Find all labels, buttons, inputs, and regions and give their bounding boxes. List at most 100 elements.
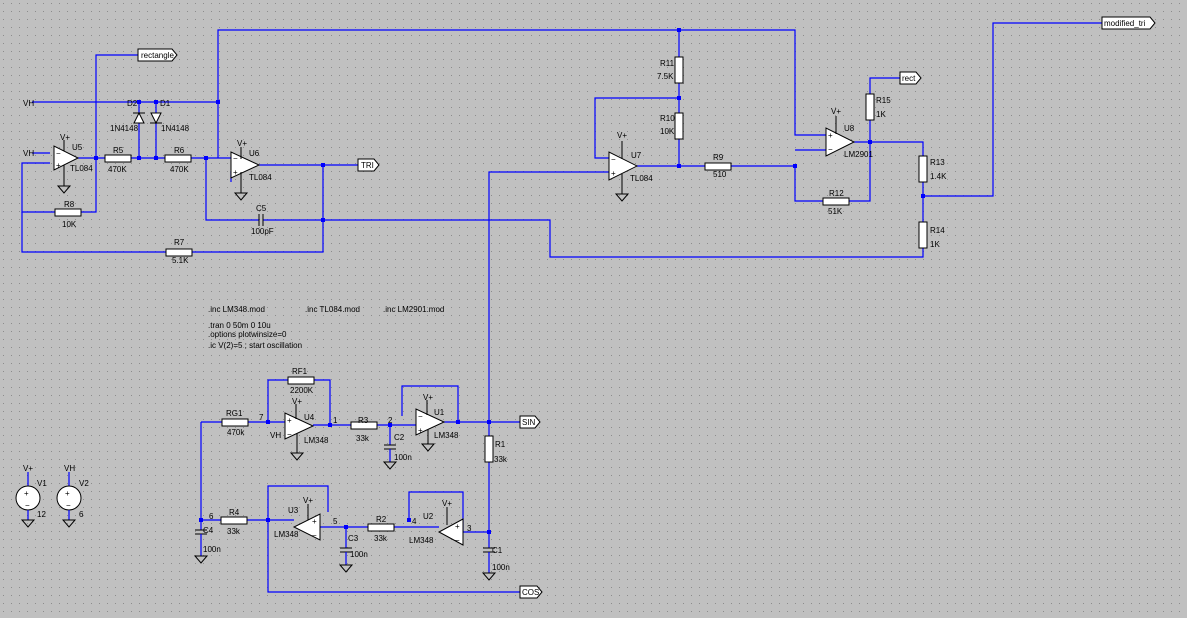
capacitor-c1[interactable]: C1 100n xyxy=(481,546,510,581)
resistor-r5[interactable]: R5 470K xyxy=(104,146,132,174)
resistor-r4[interactable]: R4 33k xyxy=(220,508,248,536)
svg-text:2200K: 2200K xyxy=(290,386,314,395)
svg-text:100n: 100n xyxy=(203,545,221,554)
svg-text:D2: D2 xyxy=(127,99,138,108)
resistor-r13[interactable]: R13 1.4K xyxy=(918,155,947,183)
directive-inc-tl084: .inc TL084.mod xyxy=(305,305,360,314)
capacitor-c3[interactable]: C3 100n xyxy=(338,534,368,573)
vplus-label-u3: V+ xyxy=(303,496,313,505)
resistor-r8[interactable]: R8 10K xyxy=(54,200,82,229)
net-label-rectangle[interactable]: rectangle xyxy=(137,48,178,62)
svg-text:10K: 10K xyxy=(660,127,675,136)
resistor-r6[interactable]: R6 470K xyxy=(164,146,192,174)
net-label-vh-u4: VH xyxy=(270,431,281,440)
resistor-r14[interactable]: R14 1K xyxy=(918,221,945,249)
directive-ic: .ic V(2)=5 ; start oscillation xyxy=(208,341,302,350)
svg-text:modified_tri: modified_tri xyxy=(1104,19,1146,28)
opamp-u6[interactable]: −+ V+ U6 TL084 xyxy=(230,139,272,201)
resistor-rg1[interactable]: RG1 470k xyxy=(221,409,249,437)
opamp-model-u5: TL084 xyxy=(70,164,93,173)
svg-text:R11: R11 xyxy=(660,59,675,68)
svg-text:R14: R14 xyxy=(930,226,945,235)
resistor-rf1[interactable]: RF1 2200K xyxy=(287,367,315,395)
svg-text:+: + xyxy=(56,161,61,170)
opamp-model-u1: LM348 xyxy=(434,431,459,440)
svg-text:100pF: 100pF xyxy=(251,227,274,236)
opamp-u7[interactable]: −+ V+ U7 TL084 xyxy=(608,131,653,202)
svg-text:4: 4 xyxy=(412,517,417,526)
svg-text:470k: 470k xyxy=(227,428,245,437)
svg-text:5.1K: 5.1K xyxy=(172,256,189,265)
opamp-u8[interactable]: +− V+ U8 LM2901 xyxy=(825,107,873,159)
net-label-sin[interactable]: SIN xyxy=(519,415,541,429)
svg-text:VH: VH xyxy=(64,464,75,473)
svg-text:1K: 1K xyxy=(876,110,886,119)
opamp-model-u7: TL084 xyxy=(630,174,653,183)
svg-text:COS: COS xyxy=(522,588,539,597)
svg-text:+: + xyxy=(828,131,833,140)
svg-text:+: + xyxy=(24,489,29,498)
capacitor-c2[interactable]: C2 100n xyxy=(382,433,412,470)
wires xyxy=(21,22,1102,593)
svg-text:1K: 1K xyxy=(930,240,940,249)
svg-text:−: − xyxy=(287,430,292,439)
directive-tran: .tran 0 50m 0 10u xyxy=(208,321,271,330)
svg-text:R5: R5 xyxy=(113,146,124,155)
resistor-r11[interactable]: R11 7.5K xyxy=(657,56,684,84)
svg-text:−: − xyxy=(418,412,423,421)
opamp-name-u1: U1 xyxy=(434,408,445,417)
svg-text:100n: 100n xyxy=(350,550,368,559)
resistor-r9[interactable]: R9 510 xyxy=(704,153,732,179)
svg-text:C2: C2 xyxy=(394,433,405,442)
net-label-vh-top: VH xyxy=(23,99,34,108)
svg-text:100n: 100n xyxy=(394,453,412,462)
svg-text:−: − xyxy=(56,149,61,158)
resistor-r3[interactable]: R3 33k xyxy=(350,416,378,443)
diode-d2[interactable]: D2 1N4148 xyxy=(110,99,145,133)
svg-text:C1: C1 xyxy=(492,546,503,555)
net-label-modified-tri[interactable]: modified_tri xyxy=(1101,16,1156,30)
resistor-r10[interactable]: R10 10K xyxy=(660,112,684,140)
net-label-rect[interactable]: rect xyxy=(899,71,922,85)
svg-text:+: + xyxy=(233,168,238,177)
diode-d1[interactable]: D1 1N4148 xyxy=(150,99,190,133)
svg-text:+: + xyxy=(611,169,616,178)
capacitor-c5[interactable]: C5 100pF xyxy=(251,204,274,236)
voltage-source-v2[interactable]: +− VH V2 6 xyxy=(56,464,89,528)
net-label-tri[interactable]: TRI xyxy=(357,158,380,172)
resistor-r2[interactable]: R2 33k xyxy=(367,515,395,543)
resistor-r7[interactable]: R7 5.1K xyxy=(165,238,193,265)
opamp-u1[interactable]: −+ V+ U1 LM348 xyxy=(415,393,459,452)
opamp-model-u4: LM348 xyxy=(304,436,329,445)
svg-text:R10: R10 xyxy=(660,114,675,123)
svg-text:470K: 470K xyxy=(170,165,189,174)
svg-text:TRI: TRI xyxy=(361,161,374,170)
svg-text:100n: 100n xyxy=(492,563,510,572)
opamp-u2[interactable]: +− V+ U2 LM348 xyxy=(409,499,464,546)
svg-text:−: − xyxy=(455,536,460,545)
opamp-model-u8: LM2901 xyxy=(844,150,873,159)
svg-text:2: 2 xyxy=(388,416,393,425)
net-label-cos[interactable]: COS xyxy=(519,585,543,599)
svg-text:470K: 470K xyxy=(108,165,127,174)
directive-inc-lm348: .inc LM348.mod xyxy=(208,305,265,314)
opamp-name-u6: U6 xyxy=(249,149,260,158)
opamp-model-u3: LM348 xyxy=(274,530,299,539)
resistor-r1[interactable]: R1 33k xyxy=(484,435,508,464)
svg-text:12: 12 xyxy=(37,510,46,519)
resistor-r15[interactable]: R15 1K xyxy=(865,93,891,121)
svg-text:C3: C3 xyxy=(348,534,359,543)
svg-text:−: − xyxy=(828,145,833,154)
opamp-u4[interactable]: +− V+ U4 LM348 xyxy=(284,397,329,461)
spice-directives[interactable]: .inc LM348.mod .inc TL084.mod .inc LM290… xyxy=(208,305,444,350)
opamp-name-u4: U4 xyxy=(304,413,315,422)
capacitor-c4[interactable]: C4 100n xyxy=(193,526,221,564)
resistor-r12[interactable]: R12 51K xyxy=(822,189,850,216)
opamp-u3[interactable]: +− V+ U3 LM348 xyxy=(274,496,321,541)
svg-text:33k: 33k xyxy=(374,534,388,543)
voltage-source-v1[interactable]: +− V+ V1 12 xyxy=(15,464,47,528)
opamp-name-u8: U8 xyxy=(844,124,855,133)
opamp-u5[interactable]: −+ V+ U5 TL084 xyxy=(53,133,93,194)
